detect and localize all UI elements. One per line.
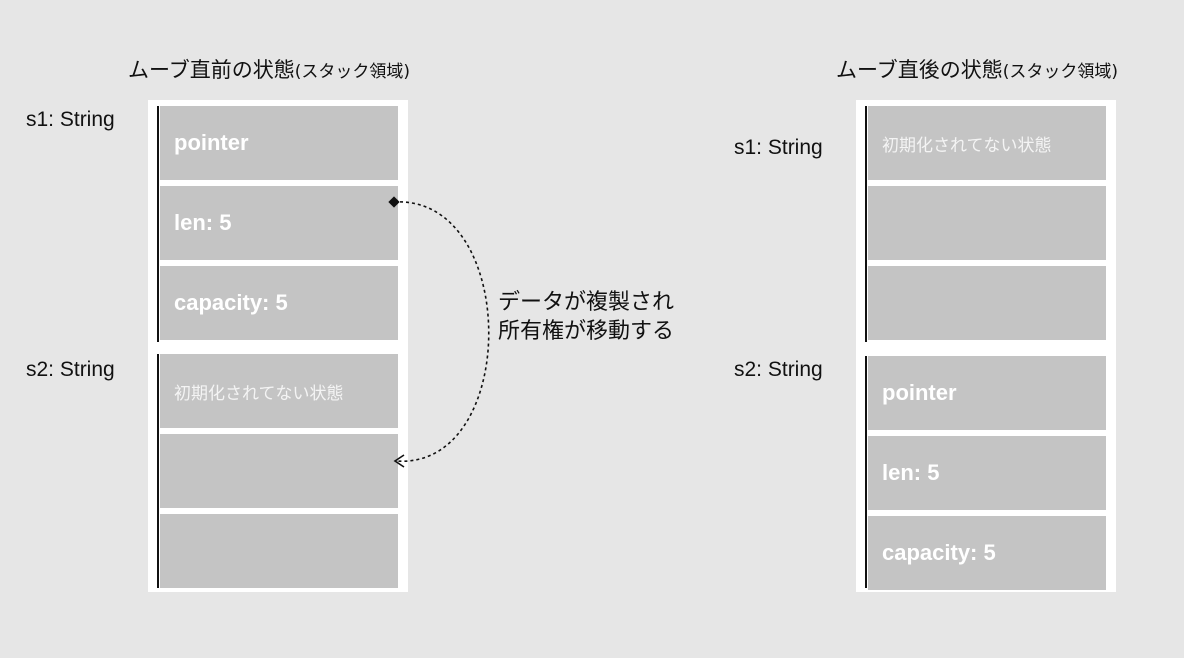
after-s1-bracket [865, 106, 867, 342]
cell-text: len: 5 [174, 210, 232, 235]
annotation-line-1: データが複製され [498, 290, 675, 315]
before-s1-len-cell: len: 5 [160, 186, 398, 260]
before-s1-capacity-cell: capacity: 5 [160, 266, 398, 340]
after-s1-cell-2 [868, 266, 1106, 340]
before-s1-pointer-cell: pointer [160, 106, 398, 180]
after-title-sub: (スタック領域) [1002, 62, 1119, 82]
after-s2-label: s2: String [734, 358, 823, 381]
after-s2-bracket [865, 356, 867, 588]
before-stack: pointer len: 5 capacity: 5 初期化されてない状態 [148, 100, 408, 592]
move-annotation: データが複製され 所有権が移動する [498, 288, 674, 346]
cell-text: pointer [882, 380, 957, 405]
after-s1-cell-1 [868, 186, 1106, 260]
before-s1-label: s1: String [26, 108, 115, 131]
cell-text: len: 5 [882, 460, 940, 485]
after-move-title: ムーブ直後の状態(スタック領域) [836, 54, 1118, 84]
before-title-main: ムーブ直前の状態 [128, 58, 295, 82]
after-s2-capacity-cell: capacity: 5 [868, 516, 1106, 590]
cell-text: capacity: 5 [882, 540, 996, 565]
before-move-title: ムーブ直前の状態(スタック領域) [128, 54, 410, 84]
before-s2-bracket [157, 354, 159, 588]
annotation-line-2: 所有権が移動する [498, 319, 675, 344]
after-s2-pointer-cell: pointer [868, 356, 1106, 430]
after-s1-label: s1: String [734, 136, 823, 159]
cell-text: capacity: 5 [174, 290, 288, 315]
after-title-main: ムーブ直後の状態 [836, 58, 1003, 82]
cell-text: 初期化されてない状態 [174, 383, 344, 404]
before-title-sub: (スタック領域) [294, 62, 411, 82]
before-s2-cell-1 [160, 434, 398, 508]
before-s2-cell-2 [160, 514, 398, 588]
after-stack: 初期化されてない状態 pointer len: 5 capacity: 5 [856, 100, 1116, 592]
before-s1-bracket [157, 106, 159, 342]
cell-text: 初期化されてない状態 [882, 135, 1052, 156]
before-s2-cell-0: 初期化されてない状態 [160, 354, 398, 428]
after-s2-len-cell: len: 5 [868, 436, 1106, 510]
cell-text: pointer [174, 130, 249, 155]
after-s1-cell-0: 初期化されてない状態 [868, 106, 1106, 180]
move-arrow-path [393, 201, 490, 462]
before-s2-label: s2: String [26, 358, 115, 381]
